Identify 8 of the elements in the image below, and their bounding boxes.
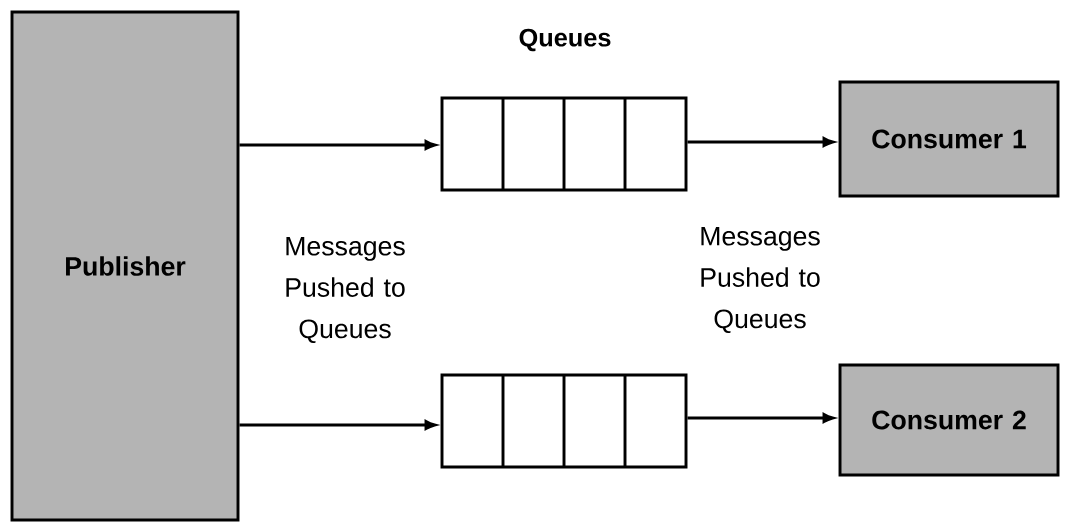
- consumer-box: Consumer 2: [838, 363, 1060, 477]
- annotation-text: Messages Pushed to Queues: [701, 227, 820, 334]
- annotation-text: Messages Pushed to Queues: [286, 237, 405, 344]
- publisher-box: Publisher: [10, 10, 240, 522]
- heading: Queues: [519, 28, 611, 52]
- consumer-box: Consumer 1: [838, 80, 1060, 198]
- queue-drawing: [440, 373, 688, 469]
- queue-drawing: [440, 96, 688, 192]
